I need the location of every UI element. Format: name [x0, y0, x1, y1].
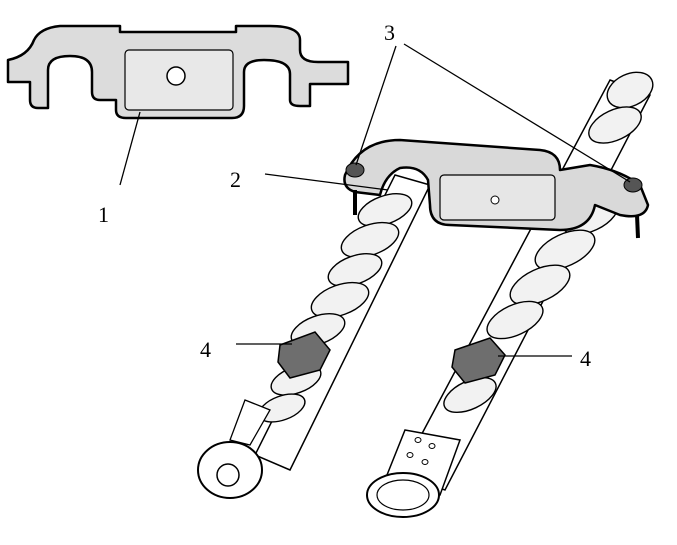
- locking-tool-detail: [6, 24, 350, 120]
- locking-tool-installed: [343, 138, 650, 239]
- label-4-left: 4: [200, 337, 211, 362]
- label-1: 1: [98, 202, 109, 227]
- label-4-right: 4: [580, 346, 591, 371]
- label-3: 3: [384, 20, 395, 45]
- camshaft-left: [197, 174, 432, 499]
- camshaft-right: [366, 71, 654, 518]
- bolt-left: [345, 162, 365, 215]
- label-2: 2: [230, 167, 241, 192]
- nut-right: [451, 337, 506, 384]
- tool-hole: [166, 66, 186, 86]
- leader-lines: [119, 43, 631, 357]
